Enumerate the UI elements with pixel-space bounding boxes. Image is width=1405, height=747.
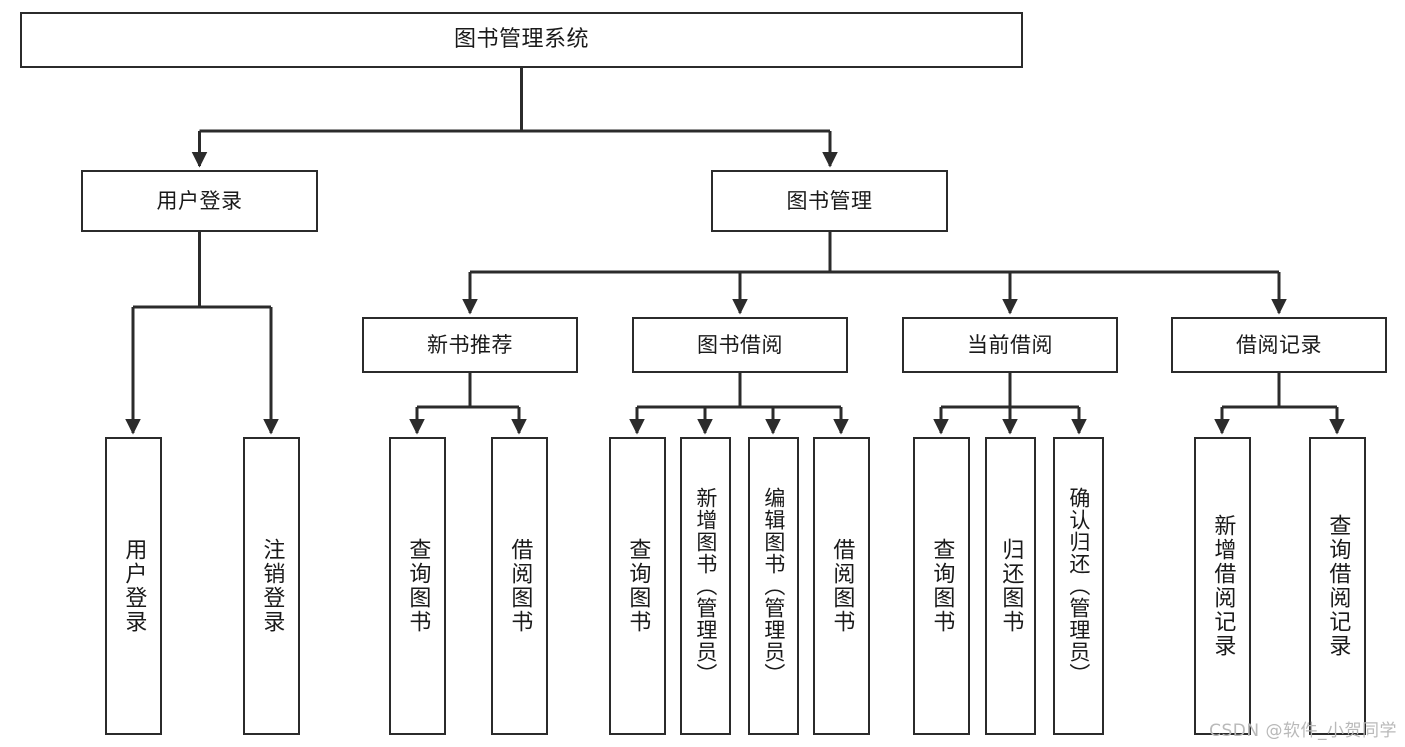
leaf-user-login-signin[interactable]: 用户登录	[105, 437, 162, 735]
node-book-management[interactable]: 图书管理	[711, 170, 948, 232]
leaf-book-borrow-query[interactable]: 查询图书	[609, 437, 666, 735]
node-label: 借阅图书	[829, 538, 855, 634]
leaf-current-borrow-confirm[interactable]: 确认归还（管理员）	[1053, 437, 1104, 735]
node-label: 编辑图书（管理员）	[761, 487, 786, 685]
node-label: 新增借阅记录	[1210, 514, 1236, 658]
node-label: 借阅记录	[1236, 332, 1322, 357]
node-label: 图书管理系统	[453, 27, 589, 53]
leaf-book-borrow-add[interactable]: 新增图书（管理员）	[680, 437, 731, 735]
node-label: 图书借阅	[697, 332, 783, 357]
leaf-borrow-record-query[interactable]: 查询借阅记录	[1309, 437, 1366, 735]
node-label: 注销登录	[259, 538, 285, 634]
node-label: 用户登录	[156, 188, 243, 213]
leaf-book-borrow-lend[interactable]: 借阅图书	[813, 437, 870, 735]
node-label: 归还图书	[998, 538, 1024, 634]
node-label: 用户登录	[121, 538, 147, 634]
node-borrow-record[interactable]: 借阅记录	[1171, 317, 1387, 373]
node-label: 图书管理	[786, 188, 873, 213]
node-label: 查询借阅记录	[1325, 514, 1351, 658]
csdn-watermark: CSDN @软件_小贺同学	[1209, 721, 1397, 741]
node-label: 确认归还（管理员）	[1066, 487, 1091, 685]
node-current-borrow[interactable]: 当前借阅	[902, 317, 1118, 373]
node-user-login[interactable]: 用户登录	[81, 170, 318, 232]
node-new-book-recommend[interactable]: 新书推荐	[362, 317, 578, 373]
node-label: 查询图书	[625, 538, 651, 634]
leaf-current-borrow-return[interactable]: 归还图书	[985, 437, 1036, 735]
node-label: 新增图书（管理员）	[693, 487, 718, 685]
node-label: 借阅图书	[507, 538, 533, 634]
node-label: 查询图书	[929, 538, 955, 634]
node-label: 新书推荐	[427, 332, 513, 357]
leaf-book-borrow-edit[interactable]: 编辑图书（管理员）	[748, 437, 799, 735]
leaf-new-book-borrow[interactable]: 借阅图书	[491, 437, 548, 735]
leaf-current-borrow-query[interactable]: 查询图书	[913, 437, 970, 735]
leaf-user-login-signout[interactable]: 注销登录	[243, 437, 300, 735]
node-label: 当前借阅	[967, 332, 1053, 357]
leaf-borrow-record-add[interactable]: 新增借阅记录	[1194, 437, 1251, 735]
node-label: 查询图书	[405, 538, 431, 634]
node-book-borrow[interactable]: 图书借阅	[632, 317, 848, 373]
leaf-new-book-query[interactable]: 查询图书	[389, 437, 446, 735]
node-root-system[interactable]: 图书管理系统	[20, 12, 1023, 68]
